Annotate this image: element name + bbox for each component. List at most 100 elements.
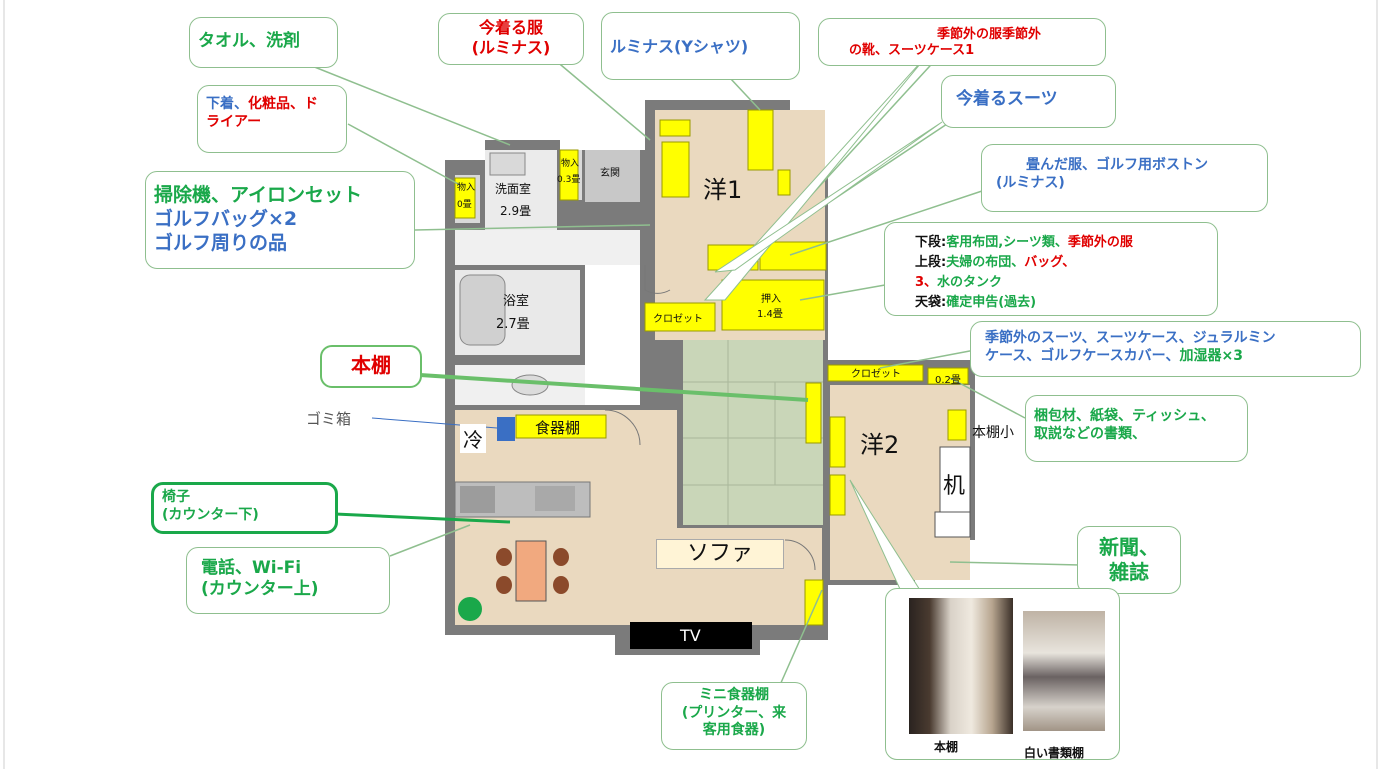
stove bbox=[460, 486, 495, 513]
sofa-label: ソファ bbox=[656, 539, 784, 569]
mini-1: ミニ食器棚 bbox=[699, 687, 769, 703]
callout-underwear: 下着、化粧品、ド ライアー bbox=[197, 85, 347, 153]
offseason-2: の靴、スーツケース1 bbox=[849, 43, 975, 59]
closet2-2a: ケース、ゴルフケースカバー、 bbox=[985, 347, 1180, 364]
trash-label: ゴミ箱 bbox=[306, 410, 352, 428]
closet1-name: クロゼット bbox=[653, 314, 703, 325]
hallway-floor bbox=[455, 230, 640, 265]
storage-a-size: 0畳 bbox=[457, 200, 472, 210]
storage-blocks bbox=[454, 109, 969, 626]
callout-chair: 椅子 (カウンター下) bbox=[151, 482, 338, 534]
callout-phone: 電話、Wi-Fi (カウンター上) bbox=[186, 547, 390, 614]
chair bbox=[496, 576, 512, 594]
callout-newspaper: 新聞、 雑誌 bbox=[1077, 526, 1181, 594]
oshiire-size: 1.4畳 bbox=[757, 309, 783, 320]
upper-e: 水のタンク bbox=[937, 275, 1003, 291]
bookshelf-text: 本棚 bbox=[351, 353, 391, 377]
fridge-blue bbox=[497, 417, 515, 441]
closet2-2b: 加湿器×3 bbox=[1179, 347, 1243, 364]
packing-1: 梱包材、紙袋、ティッシュ、 bbox=[1034, 408, 1215, 424]
plant bbox=[458, 597, 482, 621]
left-photo-caption: 本棚 bbox=[934, 740, 959, 754]
callout-oshiire: 下段:客用布団,シーツ類、季節外の服 上段:夫婦の布団、バッグ、 3、水のタンク… bbox=[884, 222, 1218, 316]
bookshelf-pointer bbox=[419, 373, 809, 402]
now-suit-text: 今着るスーツ bbox=[956, 89, 1058, 109]
lower-c: 季節外の服 bbox=[1067, 235, 1133, 250]
callout-now-clothes: 今着る服 (ルミナス) bbox=[438, 13, 584, 65]
storage-b-name: 物入 bbox=[561, 159, 580, 169]
callout-now-suit: 今着るスーツ bbox=[941, 75, 1116, 128]
bath-name: 浴室 bbox=[503, 294, 530, 309]
tv-box bbox=[630, 622, 752, 649]
phone-2: (カウンター上) bbox=[201, 579, 319, 600]
closet2-1: 季節外のスーツ、スーツケース、ジュラルミン bbox=[985, 330, 1276, 346]
oshiire-name: 押入 bbox=[761, 294, 781, 305]
document-shelf-photo bbox=[1023, 611, 1105, 731]
callout-folded: 畳んだ服、ゴルフ用ボストン (ルミナス) bbox=[981, 144, 1268, 212]
luminas-shirt-text: ルミナス(Yシャツ) bbox=[610, 37, 749, 56]
newspaper-2: 雑誌 bbox=[1109, 560, 1149, 584]
upper-a: 上段: bbox=[915, 255, 947, 271]
tatami-floor bbox=[683, 340, 823, 525]
closet2-name: クロゼット bbox=[851, 369, 901, 380]
underwear-b: 化粧品、ド bbox=[248, 96, 318, 112]
chair bbox=[496, 548, 512, 566]
small-shelf-label: 本棚小 bbox=[972, 425, 1014, 441]
phone-1: 電話、Wi-Fi bbox=[201, 558, 302, 578]
wash-basin bbox=[489, 152, 526, 176]
offseason-1: 季節外の服季節外 bbox=[937, 27, 1042, 42]
lower-b: 客用布団,シーツ類、 bbox=[946, 235, 1068, 250]
folded-1: 畳んだ服、ゴルフ用ボストン bbox=[1026, 157, 1208, 173]
upper-d: 3、 bbox=[915, 275, 938, 291]
lower-a: 下段: bbox=[915, 235, 947, 250]
storage-a-name: 物入 bbox=[457, 183, 476, 193]
callout-cleaner: 掃除機、アイロンセット ゴルフバッグ×2 ゴルフ周りの品 bbox=[145, 171, 415, 269]
chair-2: (カウンター下) bbox=[162, 506, 259, 523]
hall-floor bbox=[585, 265, 640, 405]
callout-luminas-shirt: ルミナス(Yシャツ) bbox=[601, 12, 800, 80]
western1-name: 洋1 bbox=[703, 176, 743, 204]
washroom-size: 2.9畳 bbox=[500, 204, 532, 218]
callout-bookshelf: 本棚 bbox=[320, 345, 422, 388]
wedge-shirt bbox=[703, 51, 931, 301]
callout-towel: タオル、洗剤 bbox=[189, 17, 338, 68]
callout-offseason: 季節外の服季節外 の靴、スーツケース1 bbox=[818, 18, 1106, 66]
underwear-c: ライアー bbox=[206, 113, 262, 130]
packing-2: 取説などの書類、 bbox=[1034, 425, 1146, 442]
upper-c: バッグ、 bbox=[1024, 255, 1076, 271]
bookshelf-photo bbox=[909, 598, 1013, 734]
tenbukuro-a: 天袋: bbox=[915, 295, 947, 311]
dish-shelf-label: 食器棚 bbox=[535, 419, 581, 437]
closet2-size: 0.2畳 bbox=[935, 375, 961, 386]
now-clothes-2: (ルミナス) bbox=[471, 38, 551, 57]
fridge-label: 冷 bbox=[460, 424, 486, 453]
underwear-a: 下着、 bbox=[206, 96, 248, 112]
folded-2: (ルミナス) bbox=[996, 174, 1065, 191]
now-clothes-1: 今着る服 bbox=[478, 18, 543, 37]
western2-name: 洋2 bbox=[860, 431, 900, 459]
desk-chair bbox=[934, 511, 971, 538]
entrance-floor bbox=[585, 150, 640, 202]
mini-2: (プリンター、来 bbox=[681, 704, 787, 721]
right-photo-caption: 白い書類棚 bbox=[1024, 746, 1085, 760]
chair bbox=[553, 576, 569, 594]
desk-box bbox=[939, 446, 971, 513]
tv-label: TV bbox=[680, 626, 701, 645]
bath-size: 2.7畳 bbox=[496, 317, 530, 332]
cleaner-1: 掃除機、アイロンセット bbox=[154, 184, 363, 206]
entrance-name: 玄関 bbox=[600, 168, 620, 179]
callout-towel-text: タオル、洗剤 bbox=[198, 31, 300, 51]
dining-table bbox=[515, 540, 547, 602]
storage-b-size: 0.3畳 bbox=[557, 175, 581, 185]
callout-mini-dish: ミニ食器棚 (プリンター、来 客用食器) bbox=[661, 682, 807, 750]
washroom-name: 洗面室 bbox=[495, 182, 532, 196]
cleaner-2: ゴルフバッグ×2 bbox=[154, 207, 298, 230]
tenbukuro-b: 確定申告(過去) bbox=[946, 295, 1037, 311]
upper-b: 夫婦の布団、 bbox=[946, 255, 1025, 271]
mini-3: 客用食器) bbox=[702, 722, 766, 738]
cleaner-3: ゴルフ周りの品 bbox=[154, 231, 288, 254]
callout-packing: 梱包材、紙袋、ティッシュ、 取説などの書類、 bbox=[1025, 395, 1248, 462]
toilet bbox=[511, 374, 549, 396]
